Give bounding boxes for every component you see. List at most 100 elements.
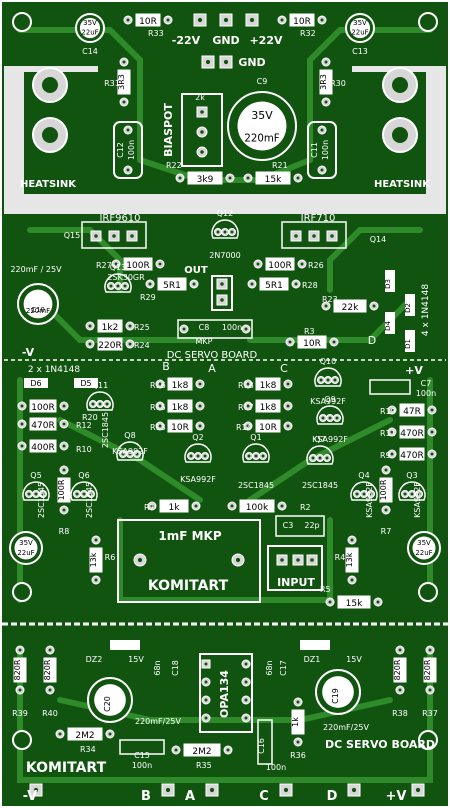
mosfet-q14-outline [281, 221, 347, 249]
cap-c9-body [237, 101, 287, 151]
cap-c16-ref: C16 [257, 738, 266, 754]
resistor-r17-value: 1k8 [260, 403, 277, 413]
resistor-r27-value: 100R [126, 261, 149, 271]
transistor-q3-outline [398, 481, 426, 501]
resistor-r9-pad-b-hole [430, 452, 434, 456]
transistor-q9-ref: Q9 [324, 395, 335, 404]
resistor-r8-ref: R8 [59, 527, 70, 536]
transistor-q1-ref: Q1 [250, 433, 261, 442]
resistor-r8-value: 100R [57, 479, 66, 500]
heatsink-left-label: HEATSINK [20, 179, 77, 190]
resistor-r36-pad-b-hole [296, 740, 300, 744]
resistor-r25-ref: R25 [134, 323, 150, 332]
resistor-r27-pad-b-hole [158, 262, 162, 266]
power-label-pos: +22V [249, 34, 283, 47]
transistor-q13-part: 2SK30GR [107, 273, 145, 282]
resistor-r33-body [135, 13, 161, 27]
heatsink-hole-center-2 [392, 77, 408, 93]
resistor-r8-pad-a-hole [62, 468, 66, 472]
resistor-r37-ref: R37 [422, 709, 438, 718]
input-label: INPUT [277, 576, 315, 589]
resistor-r12-ref: R12 [76, 421, 92, 430]
cap-c11-pad-a-hole [320, 128, 324, 132]
resistor-r24-body [97, 337, 123, 351]
ic-pin-r0-hole [244, 662, 248, 666]
resistor-r19-body [399, 403, 425, 417]
resistor-r11-value: 470R [400, 429, 423, 439]
transistor-q11-pin-2-hole [98, 402, 102, 406]
cap-c10-value-label: 220mF / 25V [10, 265, 62, 274]
resistor-r36-ref: R36 [290, 751, 306, 760]
cap-c12-pad-a-hole [126, 128, 130, 132]
transistor-q8-ref: Q8 [124, 431, 135, 440]
resistor-r13-body [167, 419, 193, 433]
zener-dz1-ref: DZ1 [304, 655, 321, 664]
resistor-r29-pad-b-hole [192, 282, 196, 286]
resistor-r22-pad-b-hole [228, 176, 232, 180]
resistor-r6-ref: R6 [105, 553, 116, 562]
resistor-r25-value: 1k2 [102, 323, 119, 333]
resistor-r23-ref: R23 [322, 295, 338, 304]
cap-c8-type: MKP [196, 337, 213, 346]
mount-hole-4 [12, 730, 32, 750]
heatsink-right-label: HEATSINK [374, 179, 431, 190]
resistor-r27-pad-a-hole [114, 262, 118, 266]
mid-label-d: D [368, 334, 376, 347]
out-label: OUT [184, 265, 208, 276]
resistor-r6-body [89, 547, 103, 573]
transistor-q6-pin-1-hole [75, 492, 79, 496]
resistor-r36-body [291, 709, 305, 735]
resistor-r35-ref: R35 [196, 761, 212, 770]
resistor-r20-pad-a-hole [20, 404, 24, 408]
resistor-r15-pad-b-hole [198, 404, 202, 408]
cap-1mf-pad-a-hole [137, 557, 143, 563]
resistor-r21-ref: R21 [272, 161, 288, 170]
resistor-r5-ref: R5 [320, 585, 331, 594]
cap-c15-value: 100n [132, 761, 152, 770]
input-pin-1-hole [280, 558, 284, 562]
transistor-q1-pin-1-hole [247, 454, 251, 458]
resistor-r11-ref: R11 [380, 429, 396, 438]
heatsink-bottom-bar [4, 194, 446, 214]
resistor-r13-pad-a-hole [158, 424, 162, 428]
heatsink-hole-center-1 [42, 127, 58, 143]
transistor-q6-pin-3-hole [89, 492, 93, 496]
resistor-r34-pad-b-hole [108, 732, 112, 736]
cap-c3-outline [275, 515, 325, 537]
cap-c9-ref: C9 [257, 77, 268, 86]
transistor-q5-pin-3-hole [41, 492, 45, 496]
resistor-r4-body [345, 547, 359, 573]
resistor-r1-ref: R1 [144, 503, 155, 512]
resistor-r20-ref: R20 [82, 413, 98, 422]
resistor-r17-pad-b-hole [286, 404, 290, 408]
resistor-r4-ref: R4 [335, 553, 346, 562]
cap-c18-value: 68n [153, 660, 162, 675]
resistor-r38-pad-b-hole [398, 688, 402, 692]
resistor-r14-pad-b-hole [286, 424, 290, 428]
resistor-r13-pad-b-hole [198, 424, 202, 428]
power-label-neg: -22V [172, 34, 201, 47]
transistor-q1-outline [242, 443, 270, 463]
resistor-r30-pad-a-hole [324, 60, 328, 64]
resistor-r4-pad-b-hole [350, 578, 354, 582]
resistor-r40-value: 820R [43, 659, 52, 680]
resistor-r9-value: 470R [400, 451, 423, 461]
transistor-q5-ref: Q5 [30, 471, 41, 480]
transistor-q11-pin-3-hole [105, 402, 109, 406]
resistor-r39-pad-a-hole [18, 648, 22, 652]
diode-d1-ref: D1 [404, 339, 412, 349]
resistor-r10-body [29, 439, 57, 453]
resistor-r3-pad-b-hole [332, 340, 336, 344]
brand-bottom: KOMITART [26, 760, 107, 776]
cap-c20-body [94, 684, 126, 716]
cap-c20-ref: C20 [103, 696, 112, 712]
resistor-r32-value: 10R [293, 17, 311, 27]
resistor-r5-pad-a-hole [328, 600, 332, 604]
resistor-r26-pad-b-hole [300, 262, 304, 266]
transistor-q9-pin-3-hole [335, 416, 339, 420]
resistor-r39-ref: R39 [12, 709, 28, 718]
resistor-r19-pad-b-hole [430, 408, 434, 412]
resistor-r5-pad-b-hole [376, 600, 380, 604]
resistor-r38-pad-a-hole [398, 648, 402, 652]
transistor-q6-outline [70, 481, 98, 501]
